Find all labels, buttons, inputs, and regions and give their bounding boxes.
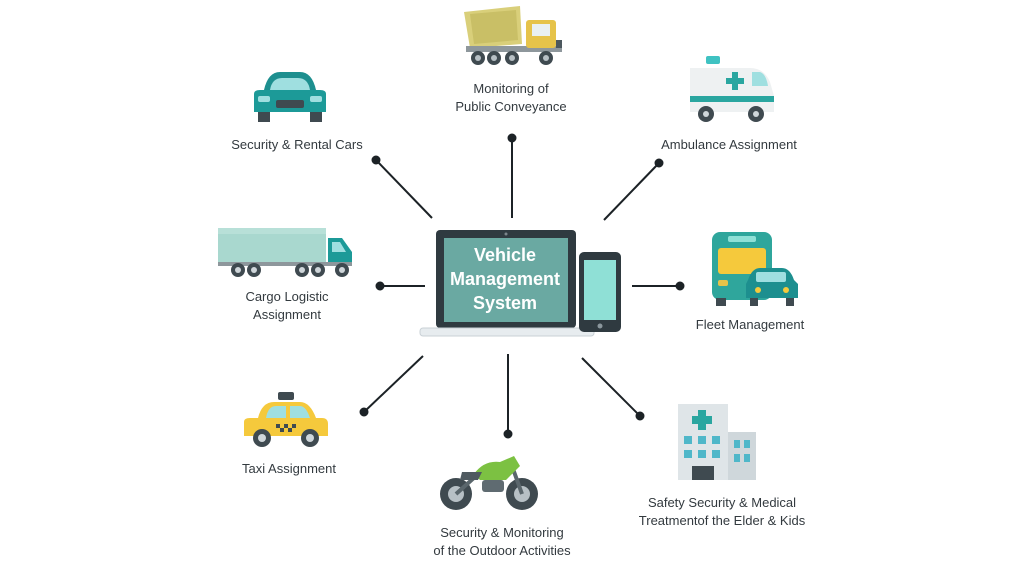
- connector-taxi: [363, 355, 424, 413]
- center-title: Vehicle Management System: [443, 243, 567, 315]
- label-line: Taxi Assignment: [242, 461, 336, 476]
- car-icon: [254, 72, 326, 122]
- center-title-line: System: [472, 293, 538, 313]
- label-line: of the Outdoor Activities: [433, 543, 571, 558]
- node-label-safety-medical: Safety Security & Medical Treatmentof th…: [622, 494, 822, 530]
- label-line: Fleet Management: [695, 317, 805, 332]
- node-label-rental: Security & Rental Cars: [214, 136, 380, 154]
- node-label-outdoor: Security & Monitoring of the Outdoor Act…: [404, 524, 600, 560]
- cargo-truck-icon: [218, 228, 352, 277]
- label-line: Security & Rental Cars: [231, 137, 363, 152]
- label-line: Safety Security & Medical: [647, 495, 797, 510]
- node-label-public-conveyance: Monitoring of Public Conveyance: [436, 80, 586, 116]
- label-line: Ambulance Assignment: [661, 137, 797, 152]
- taxi-icon: [244, 392, 328, 447]
- node-label-fleet: Fleet Management: [682, 316, 818, 334]
- motorcycle-icon: [440, 456, 538, 510]
- bus-and-car-icon: [712, 232, 798, 306]
- connector-rental: [375, 159, 433, 219]
- ambulance-icon: [690, 56, 774, 122]
- connector-safety-medical: [581, 357, 641, 417]
- label-line: Treatmentof the Elder & Kids: [638, 513, 806, 528]
- cement-mixer-truck-icon: [464, 6, 562, 65]
- connector-ambulance: [603, 162, 660, 221]
- label-line: Public Conveyance: [455, 99, 567, 114]
- label-line: Security & Monitoring: [440, 525, 564, 540]
- center-title-line: Management: [449, 269, 561, 289]
- hospital-building-icon: [678, 404, 756, 480]
- smartphone-icon: [579, 252, 621, 332]
- label-line: Assignment: [253, 307, 321, 322]
- label-line: Cargo Logistic: [245, 289, 329, 304]
- label-line: Monitoring of: [473, 81, 549, 96]
- node-label-ambulance: Ambulance Assignment: [645, 136, 813, 154]
- laptop-icon: [419, 230, 595, 337]
- node-label-taxi: Taxi Assignment: [222, 460, 356, 478]
- center-title-line: Vehicle: [473, 245, 537, 265]
- node-label-cargo: Cargo Logistic Assignment: [224, 288, 350, 324]
